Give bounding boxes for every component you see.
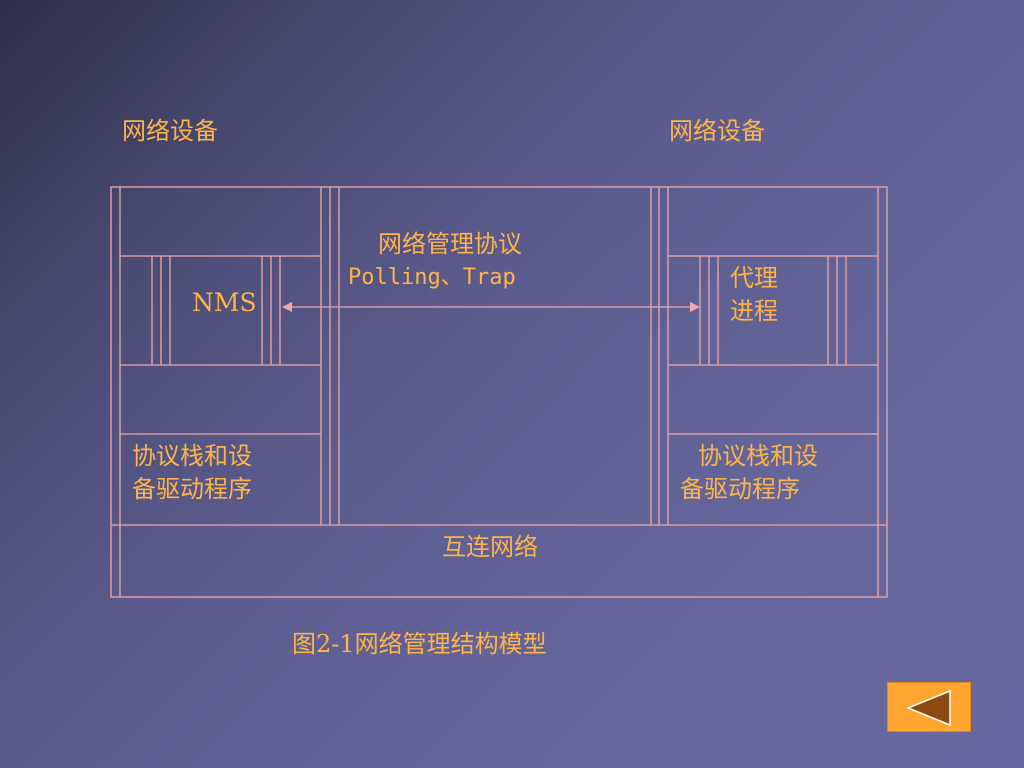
protocol-title: 网络管理协议 [378,230,522,258]
left-triangle-icon [906,689,951,727]
left-stack-line2: 备驱动程序 [132,475,252,503]
right-device-title: 网络设备 [669,117,765,145]
left-device-title: 网络设备 [122,117,218,145]
figure-caption: 图2-1网络管理结构模型 [292,630,547,658]
left-stack-line1: 协议栈和设 [132,442,252,470]
protocol-arrow [282,302,700,312]
agent-line2: 进程 [730,297,778,325]
right-stack-line1: 协议栈和设 [698,442,818,470]
right-stack-line2: 备驱动程序 [680,475,800,503]
outer-frame [110,186,888,598]
protocol-subtitle: Polling、Trap [348,265,516,290]
nms-label: NMS [192,288,257,317]
back-button[interactable] [887,682,971,732]
network-label: 互连网络 [442,533,538,561]
agent-line1: 代理 [730,264,778,292]
